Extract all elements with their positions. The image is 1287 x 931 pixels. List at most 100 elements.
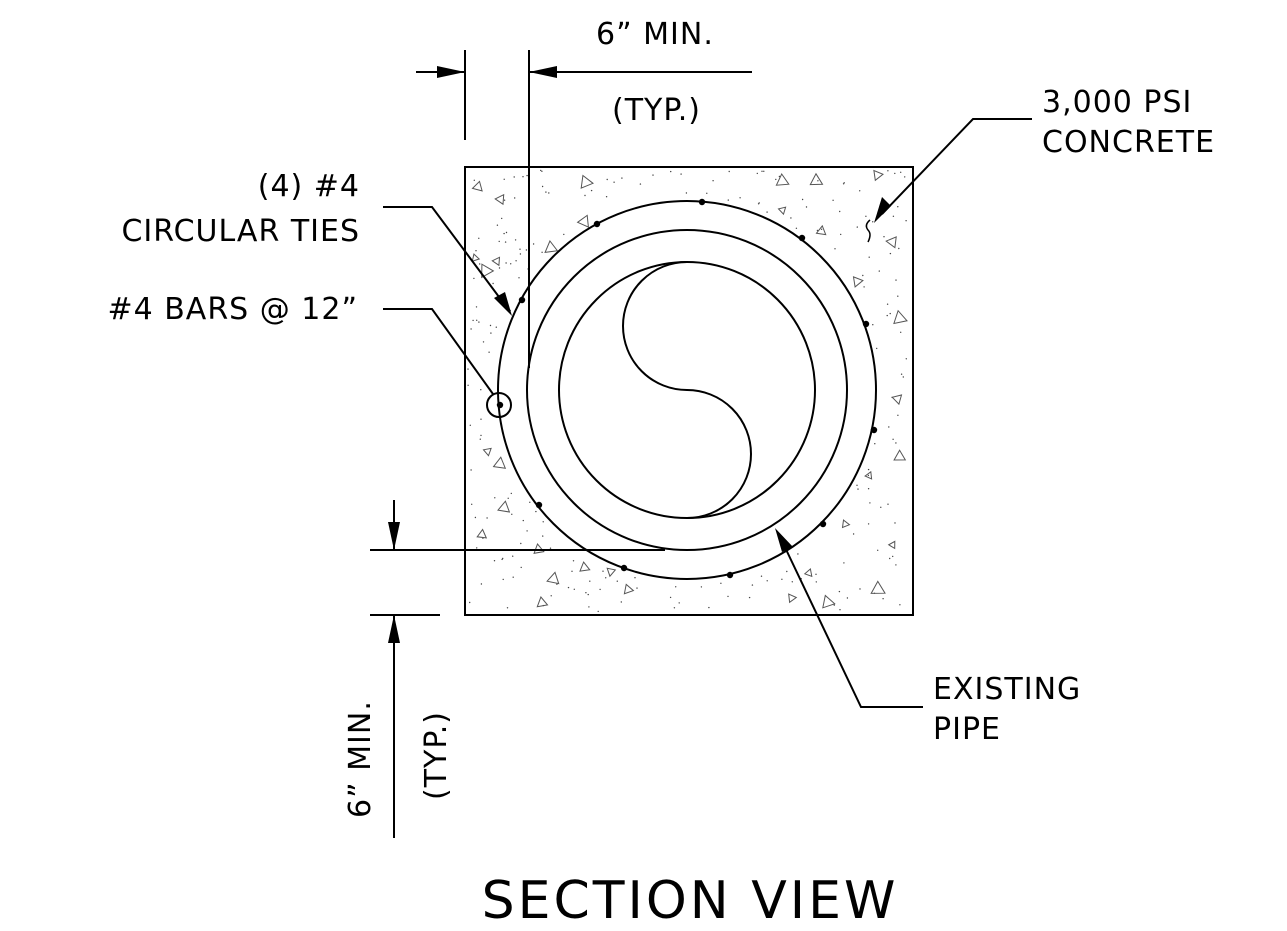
hatch-dot	[522, 519, 524, 522]
hatch-dot	[892, 555, 894, 558]
hatch-aggregate	[777, 206, 787, 216]
hatch-dot	[514, 239, 517, 241]
hatch-dot	[597, 610, 599, 613]
hatch-dot	[590, 189, 593, 192]
hatch-dot	[472, 319, 474, 322]
hatch-dot	[739, 197, 741, 199]
hatch-aggregate	[481, 263, 495, 279]
pipe-flow-symbol	[622, 261, 752, 519]
hatch-dot	[727, 595, 729, 598]
hatch-dot	[872, 221, 874, 223]
hatch-dot	[599, 588, 601, 591]
hatch-dot	[613, 181, 615, 183]
concrete-tilde-mark	[865, 219, 871, 243]
hatch-aggregate	[822, 594, 836, 609]
hatch-dot	[496, 224, 499, 226]
hatch-dot	[727, 199, 729, 201]
rebar-dot	[518, 296, 526, 304]
hatch-dot	[520, 542, 522, 545]
hatch-dot	[571, 570, 573, 572]
hatch-dot	[883, 236, 885, 238]
rebar-group	[496, 198, 878, 579]
hatch-dot	[867, 474, 870, 477]
hatch-dot	[778, 175, 781, 178]
hatch-dot	[815, 573, 817, 575]
hatch-dot	[859, 588, 861, 590]
hatch-dot	[519, 248, 521, 250]
hatch-dot	[899, 604, 901, 606]
pipe-label-line1: EXISTING	[933, 672, 1081, 707]
hatch-dot	[857, 488, 859, 490]
hatch-dot	[475, 250, 477, 252]
concrete-leader-arrow	[874, 197, 891, 223]
hatch-dot	[498, 240, 500, 243]
hatch-dot	[573, 588, 575, 590]
hatch-dot	[513, 176, 515, 178]
hatch-dot	[475, 306, 478, 308]
hatch-dot	[479, 263, 481, 265]
hatch-dot	[685, 192, 688, 194]
hatch-dot	[678, 602, 680, 604]
hatch-dot	[895, 279, 897, 281]
hatch-dot	[846, 597, 849, 599]
hatch-dot	[480, 434, 482, 437]
hatch-dot	[511, 513, 513, 515]
concrete-label-line1: 3,000 PSI	[1042, 85, 1192, 120]
hatch-aggregate	[576, 214, 589, 228]
hatch-aggregate	[546, 571, 560, 585]
rebar-dot	[593, 220, 601, 228]
rebar-dot	[535, 501, 543, 509]
hatch-dot	[473, 277, 475, 280]
ties-label-line1: (4) #4	[258, 169, 360, 204]
hatch-dot	[620, 601, 622, 603]
hatch-dot	[865, 215, 867, 217]
hatch-dot	[515, 260, 517, 262]
rebar-dot	[496, 401, 504, 409]
hatch-dot	[886, 303, 889, 305]
hatch-aggregate	[864, 470, 873, 480]
hatch-dot	[902, 376, 904, 378]
hatch-aggregate	[471, 253, 481, 262]
hatch-dot	[501, 558, 503, 561]
hatch-dot	[514, 197, 516, 199]
hatch-dot	[621, 177, 623, 179]
hatch-dot	[482, 341, 485, 343]
hatch-aggregate	[788, 593, 798, 604]
hatch-dot	[504, 241, 507, 243]
hatch-dot	[859, 190, 861, 192]
hatch-aggregate	[491, 256, 501, 267]
hatch-aggregate	[893, 449, 907, 461]
hatch-dot	[763, 170, 765, 172]
hatch-dot	[542, 535, 544, 537]
hatch-dot	[867, 488, 870, 490]
hatch-aggregate	[803, 568, 813, 578]
hatch-aggregate	[885, 236, 897, 249]
hatch-dot	[526, 174, 528, 177]
hatch-dot	[526, 530, 528, 532]
hatch-aggregate	[533, 543, 545, 554]
hatch-dot	[817, 180, 819, 182]
hatch-dot	[605, 196, 608, 198]
concrete-hatch-pattern	[467, 169, 908, 613]
existing-pipe-outer-wall	[526, 229, 848, 551]
rebar-dot	[870, 426, 878, 434]
hatch-dot	[636, 587, 638, 589]
hatch-dot	[889, 252, 892, 255]
hatch-dot	[786, 570, 788, 573]
hatch-dot	[869, 502, 871, 504]
hatch-dot	[548, 192, 550, 194]
hatch-dot	[502, 578, 504, 581]
hatch-dot	[867, 523, 870, 525]
ties-leader-arrow	[494, 292, 512, 316]
hatch-dot	[878, 270, 880, 272]
hatch-dot	[856, 226, 858, 228]
hatch-dot	[840, 233, 842, 236]
hatch-dot	[467, 368, 469, 370]
hatch-dot	[634, 577, 636, 579]
hatch-dot	[706, 192, 708, 194]
hatch-dot	[563, 233, 565, 236]
hatch-dot	[874, 443, 876, 445]
hatch-dot	[760, 575, 763, 577]
rebar-dot	[798, 234, 806, 242]
